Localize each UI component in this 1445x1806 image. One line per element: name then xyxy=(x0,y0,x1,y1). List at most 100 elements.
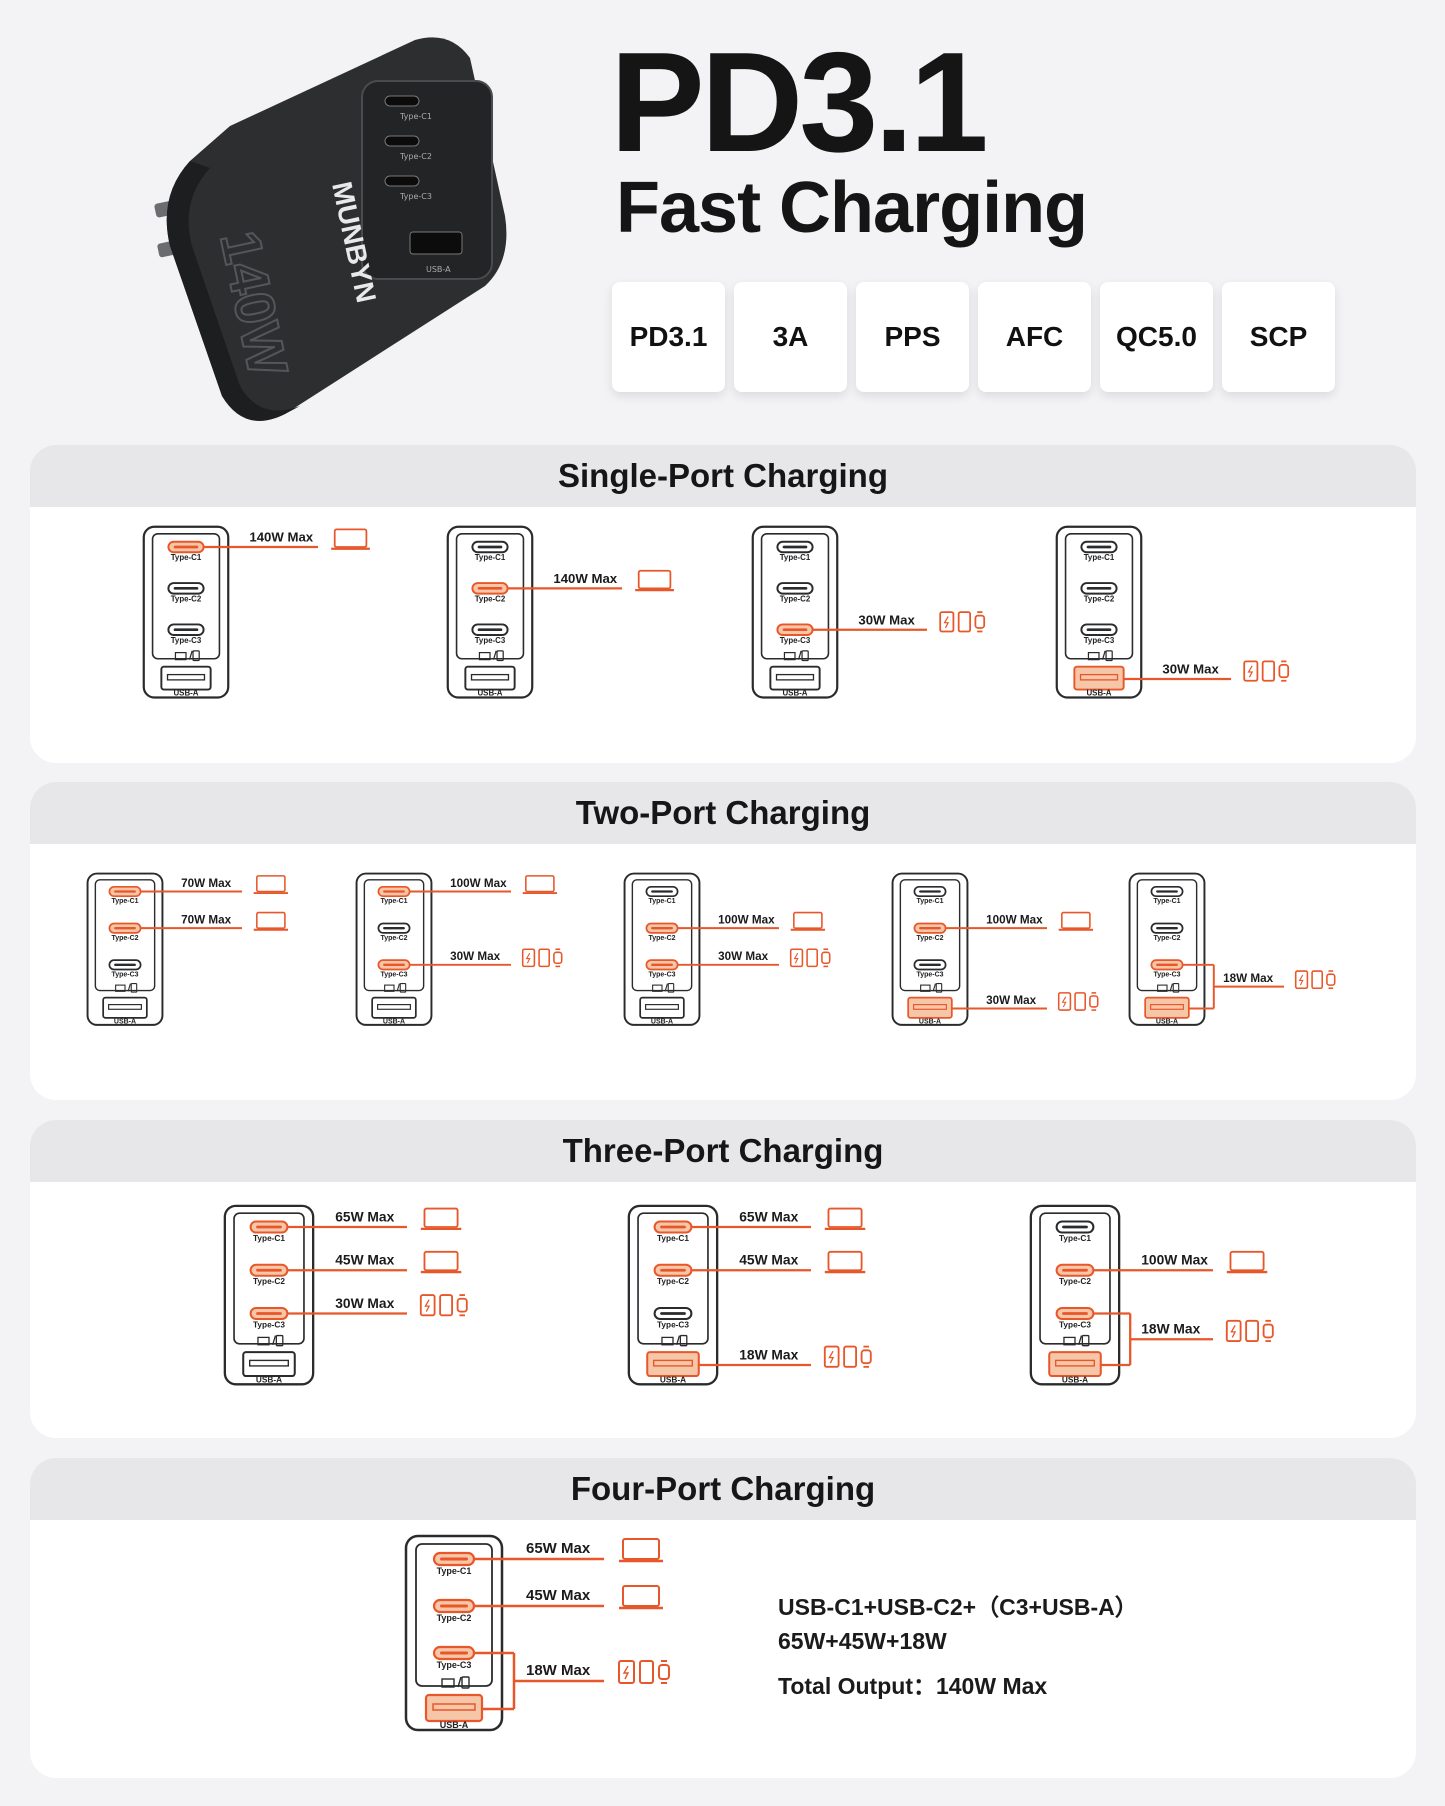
output-label: 18W Max xyxy=(1223,972,1274,985)
summary-total-output: Total Output：140W Max xyxy=(778,1673,1048,1699)
mobile-devices-icon xyxy=(1057,992,1099,1011)
charger-outline xyxy=(1128,872,1206,1026)
laptop-icon xyxy=(619,1585,663,1610)
port-label: USB-A xyxy=(782,689,807,698)
port-label: USB-A xyxy=(440,1720,469,1730)
protocol-chip: PPS xyxy=(856,282,969,392)
port-label: Type-C2 xyxy=(657,1277,689,1286)
port-label: Type-C1 xyxy=(253,1234,285,1243)
port-label: USB-A xyxy=(1086,689,1111,698)
mobile-devices-icon xyxy=(939,611,986,633)
port-label: USB-A xyxy=(173,689,198,698)
laptop-icon xyxy=(619,1538,663,1563)
output-label: 70W Max xyxy=(181,913,232,926)
port-label: Type-C3 xyxy=(111,972,138,979)
port-label: Type-C2 xyxy=(111,935,138,942)
port-label: Type-C2 xyxy=(437,1613,472,1623)
mobile-devices-icon xyxy=(419,1294,468,1317)
usb-a-port xyxy=(1048,1351,1102,1378)
port-label: Type-C3 xyxy=(657,1320,689,1329)
usb-a-port xyxy=(639,996,685,1019)
summary-combination: USB-C1+USB-C2+（C3+USB-A） xyxy=(778,1594,1138,1620)
usb-a-port xyxy=(424,1693,484,1723)
port-label: Type-C2 xyxy=(475,595,506,604)
port-label: Type-C3 xyxy=(1153,972,1180,979)
usb-a-port xyxy=(646,1351,700,1378)
section-title: Three-Port Charging xyxy=(30,1120,1416,1182)
mobile-devices-icon xyxy=(1243,660,1290,682)
port-label: USB-A xyxy=(114,1018,136,1025)
usb-a-port xyxy=(102,996,148,1019)
port-label: Type-C2 xyxy=(648,935,675,942)
mobile-devices-icon xyxy=(823,1345,872,1368)
charger-outline xyxy=(751,525,839,699)
protocol-list: PD3.1 3A PPS AFC QC5.0 SCP xyxy=(612,282,1335,392)
port-label: Type-C2 xyxy=(380,935,407,942)
output-label: 65W Max xyxy=(526,1540,591,1557)
page-subtitle: Fast Charging xyxy=(616,168,1088,248)
port-label: Type-C3 xyxy=(1059,1320,1091,1329)
port-label: USB-A xyxy=(477,689,502,698)
output-label: 45W Max xyxy=(526,1587,591,1604)
laptop-icon xyxy=(522,875,558,895)
section-title: Two-Port Charging xyxy=(30,782,1416,844)
output-label: 70W Max xyxy=(181,877,232,890)
port-label: USB-A xyxy=(1156,1018,1178,1025)
mobile-devices-icon xyxy=(521,948,563,968)
laptop-icon xyxy=(790,911,826,931)
output-label: 30W Max xyxy=(986,994,1037,1007)
port-label: Type-C1 xyxy=(1084,553,1115,562)
port-label: Type-C1 xyxy=(780,553,811,562)
output-label: 30W Max xyxy=(450,950,501,963)
svg-text:Type-C3: Type-C3 xyxy=(399,192,432,201)
output-label: 65W Max xyxy=(335,1209,394,1224)
output-label: 30W Max xyxy=(718,950,769,963)
usb-a-port xyxy=(1144,996,1190,1019)
output-label: 65W Max xyxy=(739,1209,798,1224)
port-label: Type-C1 xyxy=(171,553,202,562)
svg-text:Type-C1: Type-C1 xyxy=(399,112,432,121)
laptop-icon xyxy=(420,1250,462,1274)
mobile-devices-icon xyxy=(618,1660,670,1684)
charger-outline xyxy=(1029,1204,1121,1386)
port-label: Type-C3 xyxy=(648,972,675,979)
laptop-icon xyxy=(824,1207,866,1230)
mobile-devices-icon xyxy=(1294,970,1336,989)
protocol-chip: AFC xyxy=(978,282,1091,392)
output-label: 45W Max xyxy=(739,1253,798,1268)
protocol-chip: PD3.1 xyxy=(612,282,725,392)
port-label: Type-C2 xyxy=(1153,935,1180,942)
usb-a-port xyxy=(1073,665,1125,691)
charger-product-image: Type-C1 Type-C2 Type-C3 USB-A MUNBYN 140… xyxy=(154,37,507,421)
laptop-icon xyxy=(331,528,370,550)
port-label: USB-A xyxy=(256,1375,282,1384)
laptop-icon xyxy=(1058,911,1094,931)
charger-outline xyxy=(142,525,230,699)
laptop-icon xyxy=(824,1250,866,1274)
charger-outline xyxy=(446,525,534,699)
charger-outline xyxy=(1055,525,1143,699)
port-label: USB-A xyxy=(1062,1375,1088,1384)
port-label: USB-A xyxy=(660,1375,686,1384)
port-label: Type-C1 xyxy=(437,1566,472,1576)
output-label: 30W Max xyxy=(1162,662,1219,677)
port-label: Type-C2 xyxy=(916,935,943,942)
page-title: PD3.1 xyxy=(610,23,989,182)
port-label: USB-A xyxy=(383,1018,405,1025)
mobile-devices-icon xyxy=(1225,1319,1274,1343)
protocol-chip: SCP xyxy=(1222,282,1335,392)
output-label: 100W Max xyxy=(718,913,775,926)
port-label: Type-C1 xyxy=(380,898,407,905)
output-label: 45W Max xyxy=(335,1253,394,1268)
laptop-icon xyxy=(1226,1250,1268,1274)
